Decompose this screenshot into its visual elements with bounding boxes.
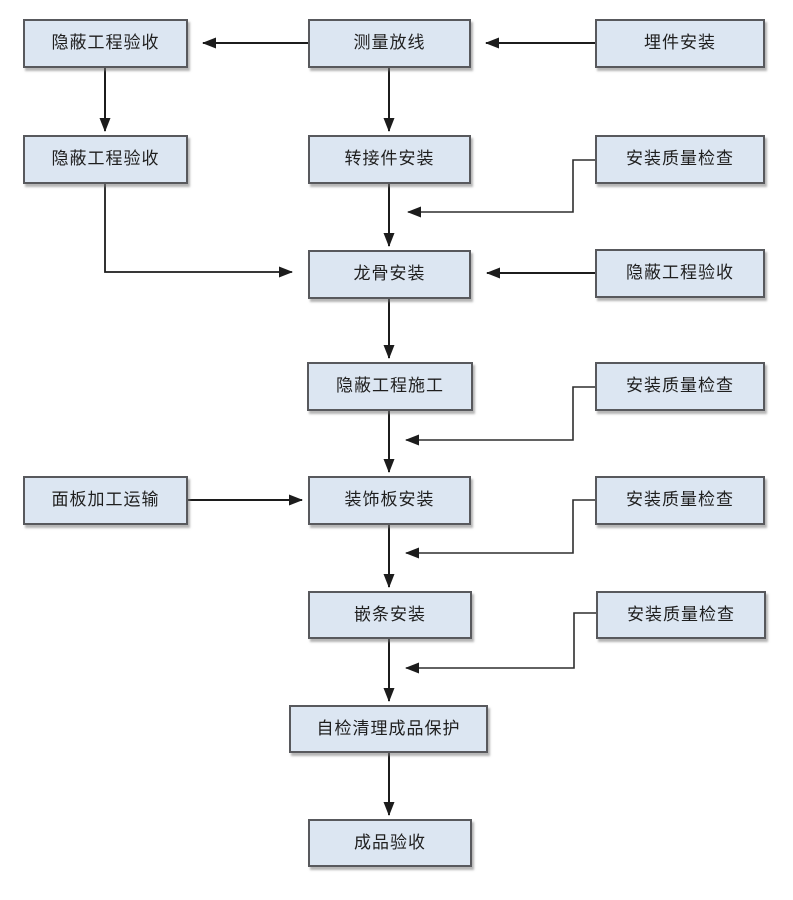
node-embedded-parts-install: 埋件安装 [595,19,765,68]
node-hidden-work-acceptance-3: 隐蔽工程验收 [595,249,765,298]
node-finished-product-acceptance: 成品验收 [308,819,472,867]
node-install-quality-check-2: 安装质量检查 [595,362,765,411]
node-panel-processing-transport: 面板加工运输 [23,476,188,525]
node-trim-strip-install: 嵌条安装 [308,591,472,639]
node-adapter-install: 转接件安装 [308,135,471,184]
node-hidden-work-construction: 隐蔽工程施工 [307,362,473,411]
node-hidden-work-acceptance-2: 隐蔽工程验收 [23,135,188,184]
node-decorative-panel-install: 装饰板安装 [308,476,471,525]
node-self-check-clean-protect: 自检清理成品保护 [289,705,488,753]
node-install-quality-check-1: 安装质量检查 [595,135,765,184]
connector-quality4-elbow [405,612,596,674]
node-install-quality-check-4: 安装质量检查 [596,591,766,639]
node-survey-layout: 测量放线 [308,19,471,68]
connector-quality2-elbow [405,386,595,446]
node-hidden-work-acceptance-1: 隐蔽工程验收 [23,19,188,68]
connector-hidden2-to-keel [104,184,293,278]
connector-quality1-elbow [407,159,595,218]
node-install-quality-check-3: 安装质量检查 [595,476,765,525]
connector-quality3-elbow [405,499,595,559]
node-keel-install: 龙骨安装 [308,250,471,299]
